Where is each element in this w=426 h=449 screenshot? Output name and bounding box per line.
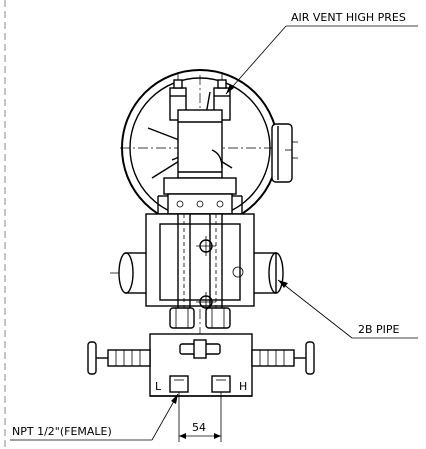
- tube-nuts: [169, 307, 231, 329]
- impulse-tubes: [177, 214, 223, 310]
- valve-left: [87, 341, 151, 375]
- transmitter-body: [177, 109, 223, 179]
- label-npt: NPT 1/2"(FEMALE): [12, 425, 112, 438]
- label-port-high: H: [239, 380, 247, 393]
- dimension-54: [178, 392, 222, 442]
- valve-right: [251, 341, 315, 375]
- label-pipe: 2B PIPE: [358, 323, 400, 336]
- leader-pipe: [277, 279, 418, 339]
- flange-block: [157, 177, 243, 215]
- leader-air-vent: [225, 25, 418, 95]
- mounting-bracket: [145, 213, 255, 312]
- leader-npt: [10, 393, 179, 441]
- label-port-low: L: [155, 380, 162, 393]
- label-air-vent: AIR VENT HIGH PRES: [291, 11, 406, 24]
- air-vent-left: [169, 72, 187, 121]
- connector-box: [271, 123, 298, 183]
- manifold-block: [149, 333, 253, 397]
- label-dimension: 54: [192, 421, 206, 434]
